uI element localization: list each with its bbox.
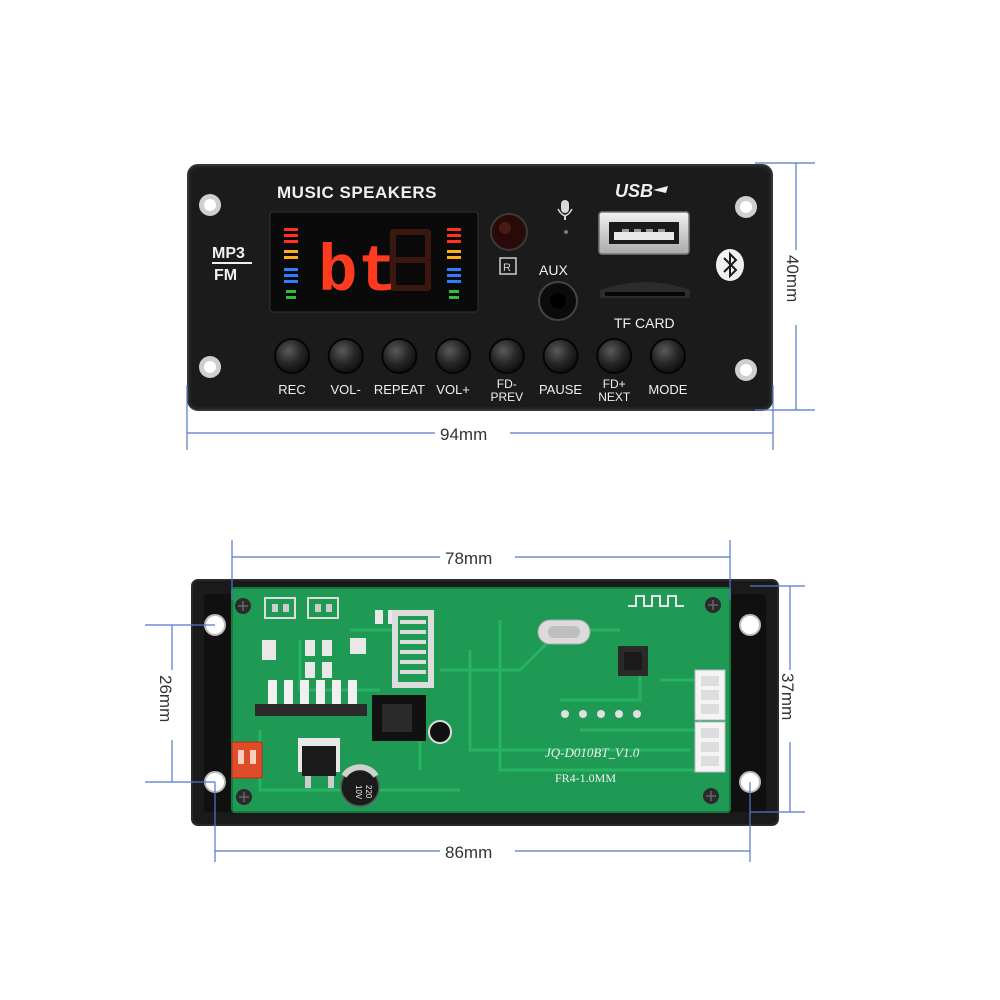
dimension-height-front [755,162,815,411]
bluetooth-antenna [628,595,684,607]
dimension-height-37 [750,585,805,813]
fd-next-button-label: NEXT [598,390,631,404]
speaker-terminal [307,597,339,619]
power-connector-right [694,721,726,773]
usb-port-icon [598,211,690,255]
round-component [428,720,452,744]
dimension-height-26 [145,624,215,783]
vol-plus-button[interactable]: VOL+ [435,338,472,397]
mp3-label: MP3 [212,245,245,262]
mounting-hole [199,356,221,378]
fd-prev-button[interactable]: FD-PREV [488,338,525,404]
sd-slot-icon [600,282,690,298]
back-panel-view: 220 10V JQ-D010BT_V1.0 FR4-1.0MM 78mm 86… [0,470,1000,1000]
dimension-width-78 [231,540,731,600]
board-screw [703,788,719,804]
display-text: bt [318,235,397,310]
mounting-hole [735,196,757,218]
front-panel-drawing: MUSIC SPEAKERS MP3 FM [186,162,815,450]
back-panel-drawing: 220 10V JQ-D010BT_V1.0 FR4-1.0MM 78mm 86… [145,540,805,862]
rec-button-label: REC [278,382,305,397]
ribbon-pins [268,680,357,704]
flat-connector [255,704,367,716]
dimension-label-37: 37mm [778,673,797,720]
vol-minus-button-label: VOL- [331,382,361,397]
ir-label-icon: R [499,257,517,275]
fd-prev-button-label: PREV [490,390,523,404]
rec-button[interactable]: REC [274,338,310,397]
vol-minus-button[interactable]: VOL- [327,338,364,397]
dimension-width-86 [214,782,751,862]
fd-next-button[interactable]: FD+NEXT [596,338,633,404]
frame-hole [739,614,761,636]
tf-card-label: TF CARD [614,315,675,331]
fd-prev-button-label: FD- [497,377,517,391]
pin-header [392,610,434,688]
mounting-hole [199,194,221,216]
solder-pads [561,710,641,718]
mounting-hole [735,359,757,381]
fm-label: FM [214,267,237,284]
usb-logo-icon: USB [615,181,668,201]
unlit-digits [390,229,431,291]
pause-button[interactable]: PAUSE [539,338,582,397]
dimension-label-94: 94mm [440,425,487,444]
bluetooth-icon [716,249,744,281]
board-screw [705,597,721,613]
mode-button-label: MODE [648,382,687,397]
dimension-label-26: 26mm [156,675,175,722]
svg-text:10V: 10V [354,785,363,800]
power-connector [231,741,263,779]
aux-connector [694,669,726,721]
svg-text:R: R [503,262,511,274]
mic-icon [557,200,573,234]
dimension-label-40: 40mm [783,255,802,302]
dimension-width-front [186,385,774,450]
dimension-label-78: 78mm [445,549,492,568]
svg-text:220: 220 [364,785,373,799]
vol-plus-button-label: VOL+ [436,382,470,397]
board-spec-label: FR4-1.0MM [555,771,616,785]
repeat-button-label: REPEAT [374,382,425,397]
crystal-oscillator [537,619,591,645]
level-meter-right [447,228,461,299]
voltage-regulator [298,738,340,788]
board-model-label: JQ-D010BT_V1.0 [545,745,640,760]
repeat-button[interactable]: REPEAT [374,338,425,397]
aux-jack-icon [538,281,578,321]
front-panel-view: MUSIC SPEAKERS MP3 FM [0,0,1000,470]
board-screw [236,789,252,805]
front-button-row: REC VOL- REPEAT VOL+ FD-PREV PAUSE FD+NEXT MODE [274,338,688,404]
mode-button[interactable]: MODE [648,338,688,397]
board-screw [235,598,251,614]
electrolytic-capacitor: 220 10V [340,764,380,807]
aux-label: AUX [539,262,568,278]
svg-text:USB: USB [615,181,653,201]
pause-button-label: PAUSE [539,382,582,397]
speaker-terminal [264,597,296,619]
aux-jack-back [372,695,426,741]
level-meter-left [284,228,298,299]
dimension-label-86: 86mm [445,843,492,862]
bluetooth-chip [618,646,648,676]
brand-label: MUSIC SPEAKERS [277,183,437,202]
fd-next-button-label: FD+ [603,377,626,391]
